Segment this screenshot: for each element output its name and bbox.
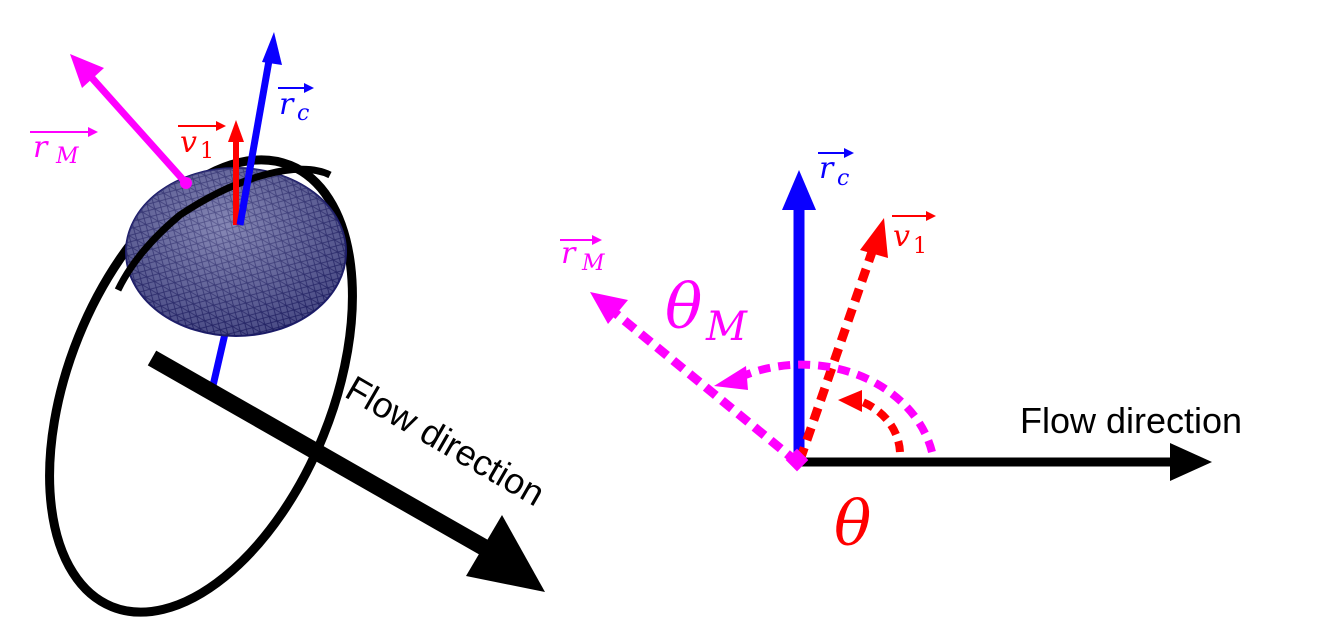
- origin-marker: [785, 448, 809, 472]
- svg-text:1: 1: [913, 234, 927, 259]
- cell-mesh: [125, 167, 347, 337]
- svg-text:1: 1: [200, 139, 214, 164]
- svg-text:v: v: [180, 125, 197, 160]
- label-rM-right: r M: [560, 235, 605, 276]
- rM-arrow-line: [89, 75, 189, 186]
- theta-arc-arrowhead: [838, 390, 862, 412]
- label-rc-right: r c: [818, 148, 854, 191]
- svg-text:c: c: [837, 166, 849, 191]
- svg-text:M: M: [55, 144, 79, 169]
- orbit-ring: [45, 155, 357, 617]
- left-panel: r M v 1 r c Flow direction: [30, 32, 552, 617]
- rM-arrowhead: [70, 54, 104, 88]
- flow-axis-arrowhead-right: [1170, 443, 1212, 481]
- rc-arrow-line: [236, 54, 274, 226]
- flow-label-right: Flow direction: [1020, 400, 1242, 441]
- v1-arrowhead-right: [860, 218, 888, 258]
- svg-text:r: r: [561, 236, 577, 271]
- label-rM-left: r M: [30, 127, 98, 169]
- v1-arrowhead: [228, 120, 244, 142]
- svg-text:r: r: [279, 87, 295, 122]
- thetaM-arc: [732, 360, 936, 453]
- label-theta: θ: [834, 487, 871, 560]
- svg-text:c: c: [297, 101, 309, 126]
- label-thetaM: θ M: [665, 270, 748, 350]
- label-v1-right: v 1: [892, 211, 936, 259]
- rc-arrowhead: [262, 32, 282, 65]
- flow-axis-line: [147, 350, 497, 560]
- svg-text:r: r: [819, 151, 835, 186]
- rc-arrowhead-right: [782, 170, 816, 210]
- rM-base-dot: [180, 177, 192, 189]
- theta-arc: [855, 396, 904, 453]
- thetaM-arc-arrowhead: [714, 366, 748, 390]
- svg-text:M: M: [581, 251, 605, 276]
- svg-text:r: r: [33, 130, 49, 165]
- label-v1-left: v 1: [178, 121, 226, 164]
- svg-text:M: M: [705, 304, 748, 350]
- rM-arrowhead-right: [590, 292, 628, 324]
- svg-text:θ: θ: [665, 270, 702, 343]
- label-rc-left: r c: [278, 83, 314, 126]
- orbit-ring-front: [114, 165, 332, 292]
- right-panel: r c v 1 r M θ M θ Flow direction: [560, 148, 1242, 560]
- v1-arrow-line-right: [795, 250, 877, 462]
- rM-arrow-line-right: [611, 308, 800, 466]
- svg-text:v: v: [893, 219, 910, 254]
- flow-axis-arrowhead: [466, 515, 545, 592]
